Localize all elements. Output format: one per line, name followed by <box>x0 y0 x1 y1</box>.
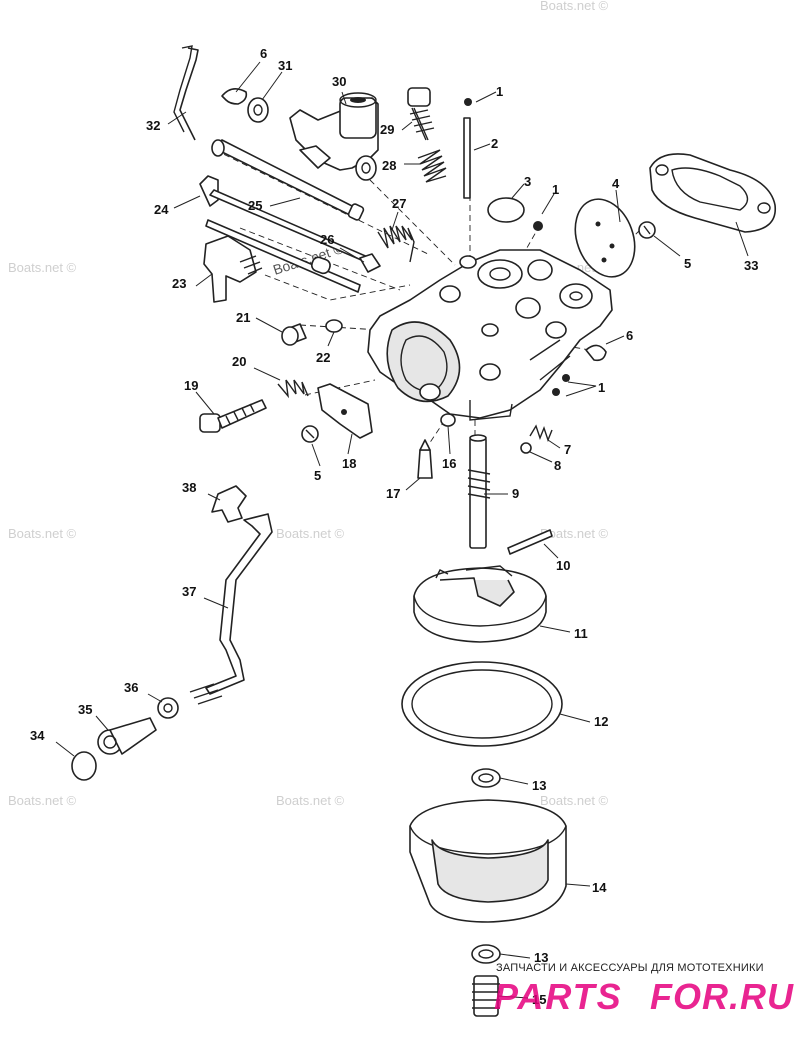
callout-label: 2 <box>491 136 498 151</box>
footer-logo-right: FOR.RU <box>650 976 794 1017</box>
callout-label: 17 <box>386 486 400 501</box>
part-13-washer-lower <box>471 944 501 964</box>
part-31-washer <box>247 97 269 123</box>
part-2-float-needle <box>463 98 472 199</box>
callout-label: 13 <box>534 950 548 965</box>
part-12-bowl-gasket <box>401 661 563 747</box>
callout-label: 30 <box>332 74 346 89</box>
callout-label: 8 <box>554 458 561 473</box>
part-18-plate <box>317 383 373 439</box>
callout-label: 22 <box>316 350 330 365</box>
callout-label: 20 <box>232 354 246 369</box>
callout-label: 3 <box>524 174 531 189</box>
callout-label: 24 <box>154 202 169 217</box>
part-20-spring <box>277 379 309 399</box>
watermark: Boats.net © <box>540 793 609 808</box>
footer-caption: ЗАПЧАСТИ И АКСЕССУАРЫ ДЛЯ МОТОТЕХНИКИ <box>496 962 764 974</box>
part-3-plug <box>487 197 525 223</box>
part-34-ring <box>71 751 97 781</box>
part-37-link-rod <box>189 513 273 705</box>
part-21-plug-screw <box>281 323 307 346</box>
callout-label: 18 <box>342 456 356 471</box>
callout-label: 1 <box>598 380 605 395</box>
callout-label: 16 <box>442 456 456 471</box>
callout-label: 1 <box>552 182 559 197</box>
part-1-ball <box>533 221 543 231</box>
callout-label: 23 <box>172 276 186 291</box>
part-17-jet <box>417 439 433 479</box>
part-36-nut <box>157 697 179 719</box>
callout-label: 15 <box>532 992 546 1007</box>
part-16-nozzle-cap <box>440 413 456 427</box>
callout-label: 27 <box>392 196 406 211</box>
part-13-washer-upper <box>471 768 501 788</box>
part-35-sleeve <box>97 717 157 755</box>
callout-label: 37 <box>182 584 196 599</box>
watermark: Boats.net © <box>8 260 77 275</box>
callout-label: 11 <box>574 626 588 641</box>
part-14-float-bowl <box>409 799 567 923</box>
part-29-screw <box>407 87 435 141</box>
callout-label: 10 <box>556 558 570 573</box>
callout-label: 5 <box>684 256 691 271</box>
callout-label: 19 <box>184 378 198 393</box>
callout-label: 7 <box>564 442 571 457</box>
callout-label: 33 <box>744 258 758 273</box>
callout-label: 14 <box>592 880 607 895</box>
callout-label: 36 <box>124 680 138 695</box>
callout-leaders <box>55 61 749 999</box>
part-26-fitting <box>310 253 381 275</box>
watermark: Boats.net © <box>540 526 609 541</box>
callout-label: 31 <box>278 58 292 73</box>
part-28-spring <box>417 149 447 183</box>
part-6-clip-right <box>585 344 607 362</box>
callout-label: 4 <box>612 176 620 191</box>
part-27-spring <box>377 225 415 263</box>
part-7-spring <box>529 424 553 443</box>
watermark: Boats.net © <box>8 526 77 541</box>
part-22-fitting <box>325 319 343 333</box>
watermark: Boats.net © <box>540 0 609 13</box>
part-9-nozzle <box>467 434 491 549</box>
callout-label: 34 <box>30 728 45 743</box>
callout-labels: 1 2 3 1 4 5 33 6 31 30 32 29 28 24 25 27… <box>30 46 758 1007</box>
callout-label: 29 <box>380 122 394 137</box>
part-11-float <box>413 565 547 643</box>
callout-label: 26 <box>320 232 334 247</box>
footer-logo-left: PARTS <box>494 976 623 1017</box>
callout-label: 12 <box>594 714 608 729</box>
watermark: Boats.net © <box>276 793 345 808</box>
part-5-screw-upper <box>638 221 656 239</box>
callout-label: 6 <box>626 328 633 343</box>
callout-label: 21 <box>236 310 250 325</box>
part-19-mixture-screw <box>199 399 267 433</box>
callout-label: 9 <box>512 486 519 501</box>
watermark: Boats.net © <box>276 526 345 541</box>
callout-label: 28 <box>382 158 396 173</box>
carburetor-body <box>367 249 613 421</box>
callout-label: 38 <box>182 480 196 495</box>
callout-label: 25 <box>248 198 262 213</box>
part-10-float-pin <box>507 529 553 555</box>
callout-label: 5 <box>314 468 321 483</box>
part-25-shaft <box>211 139 365 221</box>
watermark: Boats.net © <box>8 793 77 808</box>
callout-label: 6 <box>260 46 267 61</box>
part-23-elbow-fitting <box>203 235 263 303</box>
part-6-clip <box>221 88 248 105</box>
callout-label: 32 <box>146 118 160 133</box>
callout-label: 35 <box>78 702 92 717</box>
watermark-layer: Boats.net © Boats.net © Boats.net © Boat… <box>8 0 609 808</box>
part-5-screw-lower <box>301 425 319 443</box>
callout-label: 13 <box>532 778 546 793</box>
part-30-choke-shaft-bracket <box>289 92 379 181</box>
part-33-flange-gasket <box>649 153 776 233</box>
part-38-clip <box>211 485 247 523</box>
part-32-choke-link <box>173 45 199 141</box>
part-1-balls <box>552 374 570 396</box>
part-8-ball <box>520 442 532 454</box>
callout-label: 1 <box>496 84 503 99</box>
